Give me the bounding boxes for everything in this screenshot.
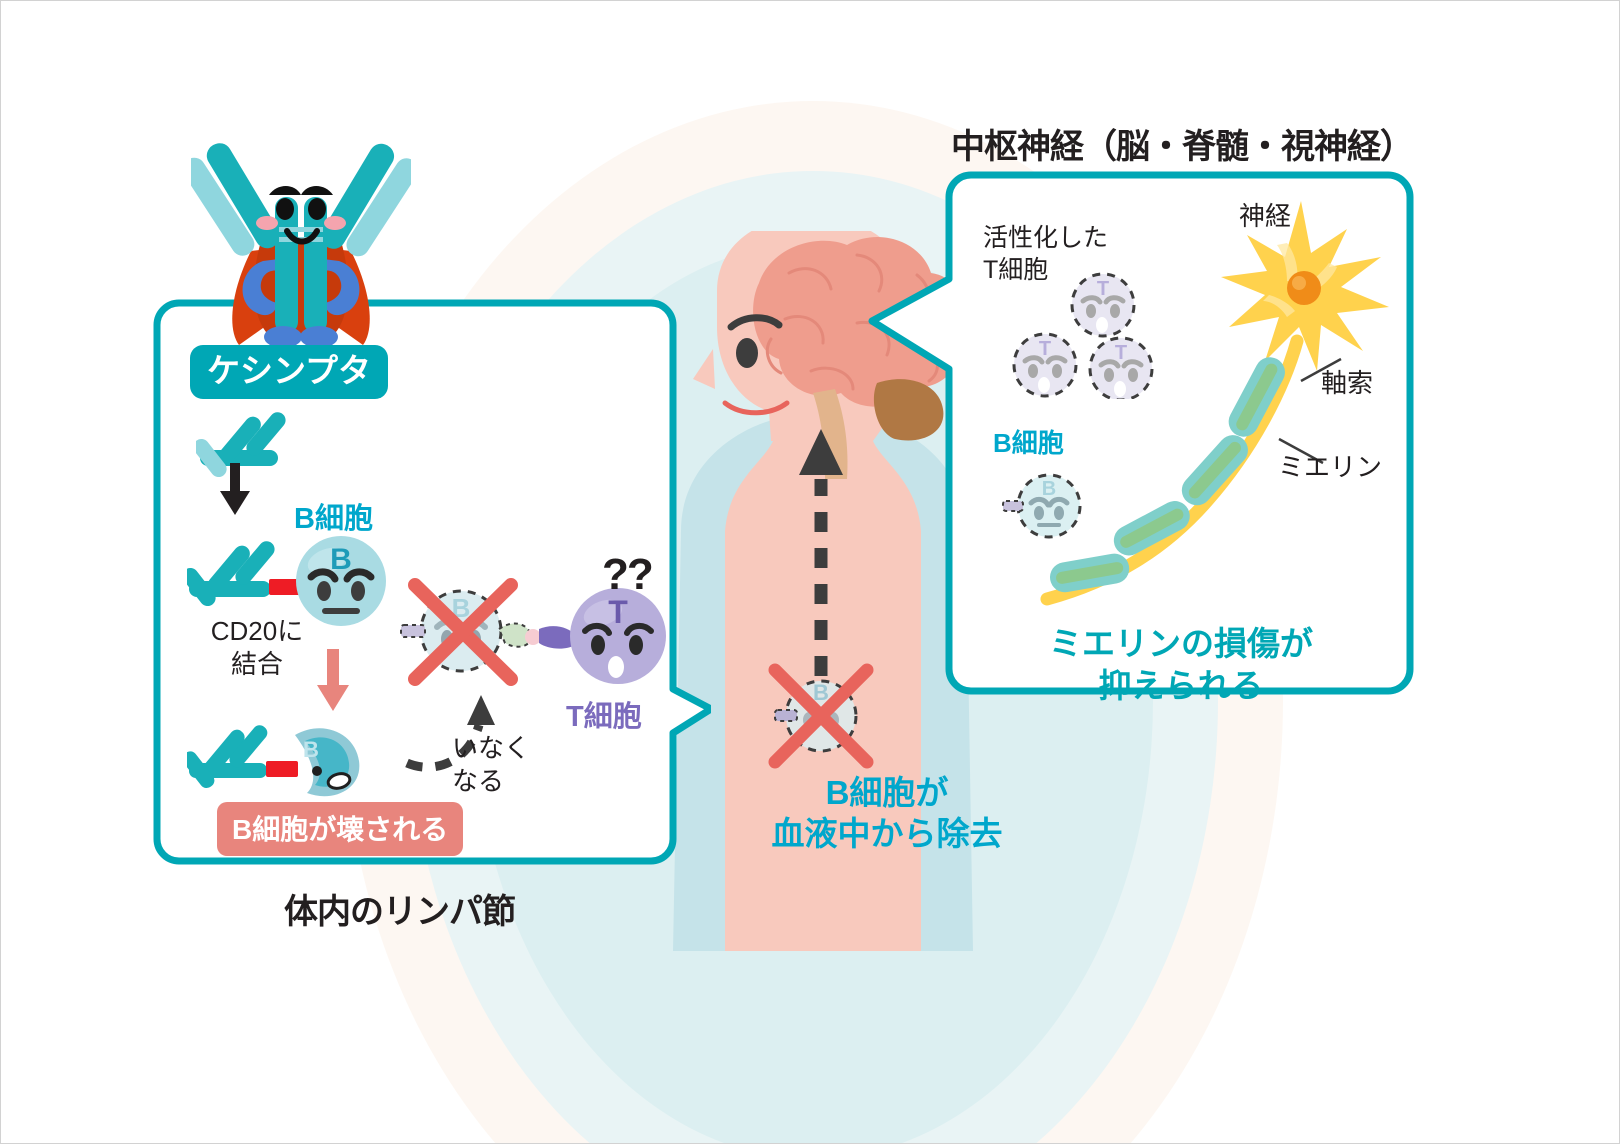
activated-tcell-glyph-1: T [1097,278,1109,300]
myelin-leader-line [1278,437,1324,465]
antibody-bound-cd20-icon [187,541,302,607]
down-arrow-black [220,463,250,515]
bcell-destroyed-badge: B細胞が壊される [217,802,464,856]
crossed-bcell-tcell-interaction: B [400,578,575,686]
activated-tcell-glyph-2: T [1039,338,1051,360]
left-panel-bubble [153,299,711,865]
neuron-soma [1221,201,1389,371]
nerve-label: 神経 [1239,201,1292,231]
down-arrow-red [317,649,349,711]
activated-tcell-label: 活性化した T細胞 [983,224,1109,284]
cns-title: 中枢神経（脳・脊髄・視神経） [951,128,1414,166]
antibody-free-icon [196,412,286,478]
faded-bcell-icon: B [1002,473,1082,539]
drug-name-chip: ケシンプタ [190,345,389,399]
bcell-glyph: B [330,543,352,576]
bcell-label-right: B細胞 [993,428,1064,458]
tcell-label-left: T細胞 [566,701,642,733]
tcell-purple-icon: T [570,588,666,684]
dead-bcell-glyph: B [303,737,319,762]
dashed-curved-arrow [405,695,495,772]
activated-tcell-cluster: T T T [1012,272,1154,399]
cd20-receptor-marker [269,579,302,595]
axon-leader-line [1300,357,1342,383]
myelin-protection-message: ミエリンの損傷が 抑えられる [1049,625,1313,705]
tcell-glyph: T [608,594,628,630]
lymph-node-title: 体内のリンパ節 [284,893,516,931]
crossed-bcell-glyph: B [813,680,829,705]
dashed-up-arrow [799,429,843,676]
bcell-angry-icon: B [296,536,386,626]
axon-label: 軸索 [1321,368,1374,398]
myelin-label: ミエリン [1278,452,1383,482]
question-marks-label: ?? [602,550,654,599]
faded-bcell-glyph: B [1042,478,1056,500]
cd20-binding-label: CD20に 結合 [210,616,304,679]
neuron-myelin-illustration [1040,201,1389,606]
crossed-bcell-bloodstream: B [768,663,874,769]
disappear-label: いなく なる [452,733,531,796]
destroyed-bcell-icon: B [187,725,360,797]
bcell-label-left: B細胞 [294,503,373,535]
activated-tcell-glyph-3: T [1115,342,1127,364]
crossed-bcell-glyph-left: B [452,593,471,623]
blood-removal-message: B細胞が 血液中から除去 [771,774,1003,852]
antibody-mascot [191,143,411,348]
